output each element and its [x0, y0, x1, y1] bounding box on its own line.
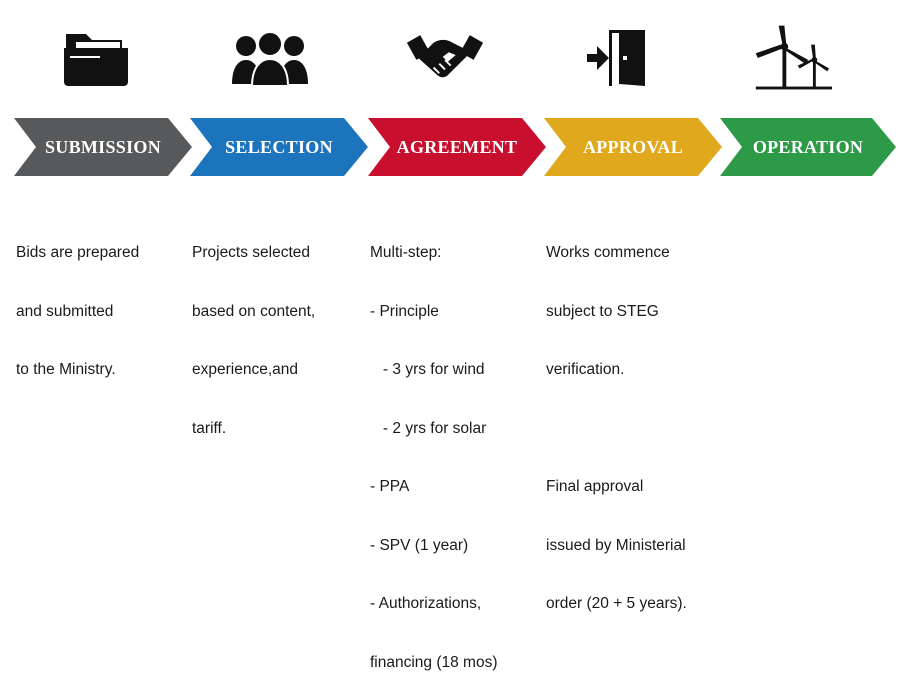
- desc-line: order (20 + 5 years).: [546, 595, 687, 612]
- desc-approval: Works commence subject to STEG verificat…: [546, 204, 687, 633]
- desc-line: - Authorizations,: [370, 595, 482, 612]
- desc-line: experience,and: [192, 361, 298, 378]
- desc-line: and submitted: [16, 302, 114, 320]
- desc-line: Bids are prepared: [16, 244, 140, 261]
- desc-selection: Projects selected based on content, expe…: [192, 204, 315, 458]
- desc-line: - PPA: [370, 478, 410, 495]
- stage-label-approval: APPROVAL: [582, 136, 684, 157]
- desc-line: Multi-step:: [370, 244, 442, 261]
- desc-line: subject to STEG: [546, 302, 659, 320]
- desc-line: - SPV (1 year): [370, 536, 469, 554]
- desc-submission: Bids are prepared and submitted to the M…: [16, 204, 139, 399]
- desc-line: financing (18 mos): [370, 653, 498, 671]
- desc-line: verification.: [546, 361, 625, 378]
- desc-line: - 3 yrs for wind: [370, 361, 485, 378]
- folder-icon: [56, 18, 136, 98]
- desc-line: issued by Ministerial: [546, 536, 686, 554]
- desc-line: Works commence: [546, 244, 670, 261]
- stage-operation: OPERATION: [720, 118, 896, 176]
- desc-line: - 2 yrs for solar: [370, 419, 487, 437]
- handshake-icon: [405, 18, 485, 98]
- desc-line: Projects selected: [192, 244, 311, 261]
- desc-line: to the Ministry.: [16, 361, 116, 378]
- desc-line: Final approval: [546, 478, 644, 495]
- stage-agreement: AGREEMENT: [368, 118, 546, 176]
- stage-label-operation: OPERATION: [752, 136, 864, 157]
- desc-line: ​: [546, 419, 687, 439]
- desc-line: based on content,: [192, 302, 316, 320]
- wind-turbines-icon: [752, 18, 832, 98]
- people-group-icon: [230, 18, 310, 98]
- stage-label-agreement: AGREEMENT: [396, 136, 518, 157]
- stage-label-submission: SUBMISSION: [44, 136, 162, 157]
- desc-agreement: Multi-step: - Principle - 3 yrs for wind…: [370, 204, 498, 692]
- stage-approval: APPROVAL: [544, 118, 722, 176]
- door-enter-icon: [578, 18, 658, 98]
- desc-line: tariff.: [192, 419, 227, 437]
- stage-submission: SUBMISSION: [14, 118, 192, 176]
- stage-selection: SELECTION: [190, 118, 368, 176]
- stage-label-selection: SELECTION: [225, 136, 333, 157]
- desc-line: - Principle: [370, 302, 439, 320]
